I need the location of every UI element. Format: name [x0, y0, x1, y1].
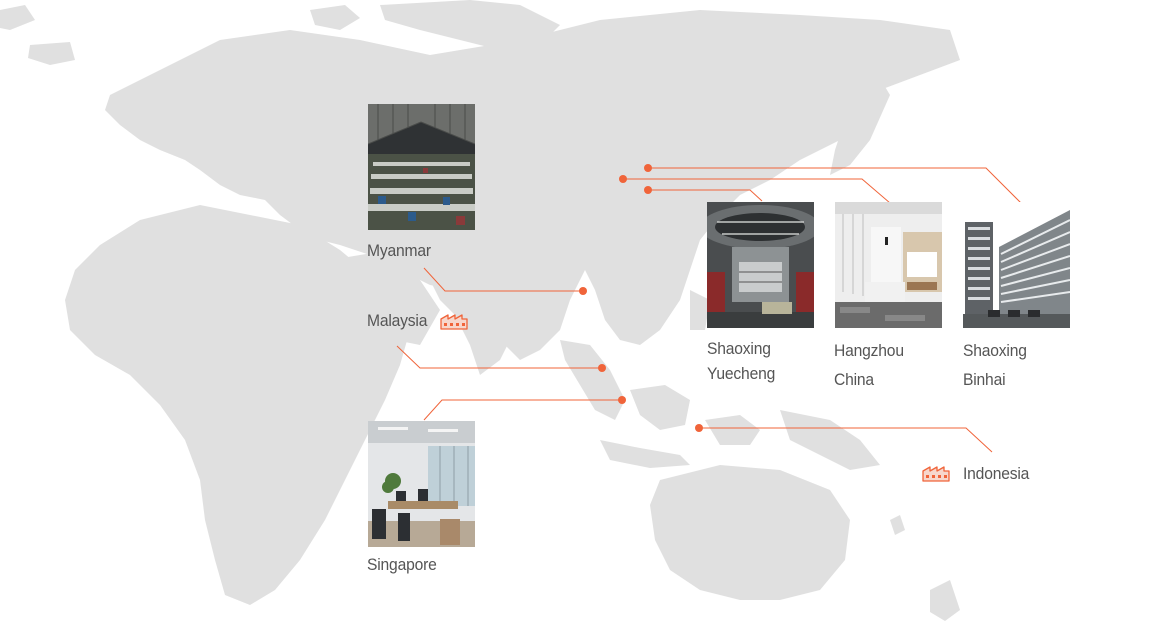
connector-shaoxing-binhai	[648, 167, 1022, 204]
photo-shaoxing-yuecheng	[707, 202, 814, 328]
location-label-singapore: Singapore	[367, 555, 437, 574]
connector-shaoxing-yuecheng-dot	[644, 186, 652, 194]
connector-singapore	[423, 399, 622, 421]
photo-myanmar	[368, 104, 475, 230]
connector-indonesia	[699, 427, 993, 453]
location-label-shaoxing-binhai: Shaoxing Binhai	[963, 341, 1027, 389]
connector-myanmar	[423, 267, 583, 292]
connector-myanmar-dot	[579, 287, 587, 295]
connector-indonesia-dot	[695, 424, 703, 432]
connector-malaysia-dot	[598, 364, 606, 372]
connector-malaysia	[396, 345, 602, 369]
photo-shaoxing-binhai	[963, 202, 1070, 328]
location-label-myanmar: Myanmar	[367, 241, 431, 260]
location-label-indonesia: Indonesia	[963, 464, 1030, 483]
photo-hangzhou-china	[835, 202, 942, 328]
photo-singapore	[368, 421, 475, 547]
factory-icon	[922, 466, 950, 482]
connector-hangzhou-china	[623, 178, 891, 204]
factory-icon	[440, 314, 468, 330]
location-label-shaoxing-yuecheng: Shaoxing Yuecheng	[707, 339, 776, 383]
connector-shaoxing-yuecheng	[648, 189, 763, 202]
location-label-malaysia: Malaysia	[367, 311, 428, 330]
location-label-hangzhou-china: Hangzhou China	[834, 341, 904, 389]
connector-singapore-dot	[618, 396, 626, 404]
connector-hangzhou-china-dot	[619, 175, 627, 183]
connector-shaoxing-binhai-dot	[644, 164, 652, 172]
